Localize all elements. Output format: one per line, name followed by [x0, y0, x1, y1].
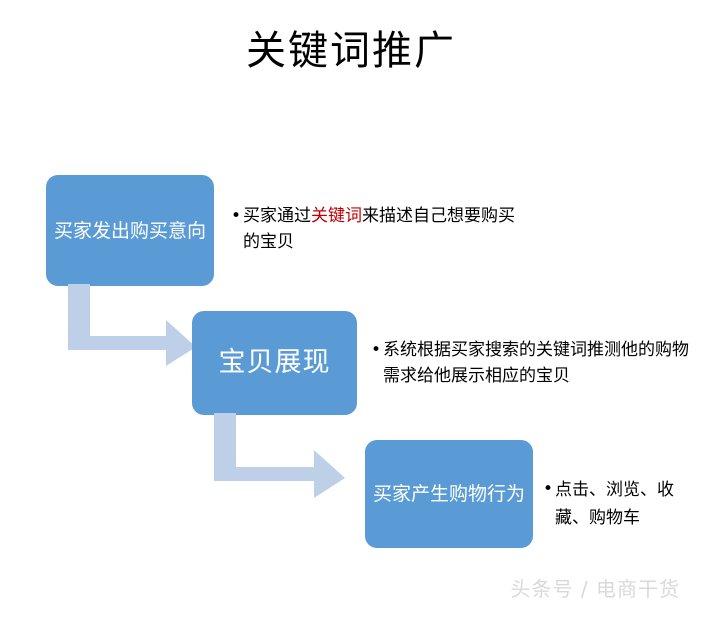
bullet-text-step-1-before: 买家通过: [243, 206, 312, 226]
bullet-block-step-3: • 点击、浏览、收藏、购物车: [543, 476, 688, 532]
bullet-row: • 买家通过关键词来描述自己想要购买的宝贝: [231, 203, 531, 255]
footer-watermark: 头条号 / 电商干货: [510, 577, 680, 601]
page-title: 关键词推广: [246, 28, 456, 74]
bullet-text-step-1-highlight: 关键词: [311, 206, 363, 226]
bullet-text-step-1-after: 来描述自己想要购买的宝贝: [243, 206, 516, 252]
bullet-text-step-3: 点击、浏览、收藏、购物车: [555, 480, 675, 528]
bullet-dot-icon: •: [231, 206, 242, 226]
bullet-row: • 点击、浏览、收藏、购物车: [543, 476, 688, 532]
process-box-label-step-3: 买家产生购物行为: [373, 483, 526, 505]
bullet-text-step-2: 系统根据买家搜索的关键词推测他的购物需求给他展示相应的宝贝: [383, 340, 690, 386]
bullet-block-step-2: • 系统根据买家搜索的关键词推测他的购物需求给他展示相应的宝贝: [371, 337, 693, 389]
bullet-row: • 系统根据买家搜索的关键词推测他的购物需求给他展示相应的宝贝: [371, 337, 693, 389]
elbow-arrow-step1-to-step2-icon: [62, 284, 197, 366]
bullet-block-step-1: • 买家通过关键词来描述自己想要购买的宝贝: [231, 203, 531, 255]
bullet-dot-icon: •: [371, 340, 382, 360]
process-box-step-2[interactable]: 宝贝展现: [192, 311, 357, 415]
process-box-step-1[interactable]: 买家发出购买意向: [46, 175, 214, 286]
process-box-label-step-2: 宝贝展现: [218, 347, 331, 378]
process-box-step-3[interactable]: 买家产生购物行为: [365, 440, 533, 548]
process-box-label-step-1: 买家发出购买意向: [54, 219, 207, 242]
bullet-dot-icon: •: [543, 479, 554, 499]
elbow-arrow-step2-to-step3-icon: [208, 413, 346, 498]
bullet-text-step-1: 买家通过关键词来描述自己想要购买的宝贝: [243, 203, 531, 255]
